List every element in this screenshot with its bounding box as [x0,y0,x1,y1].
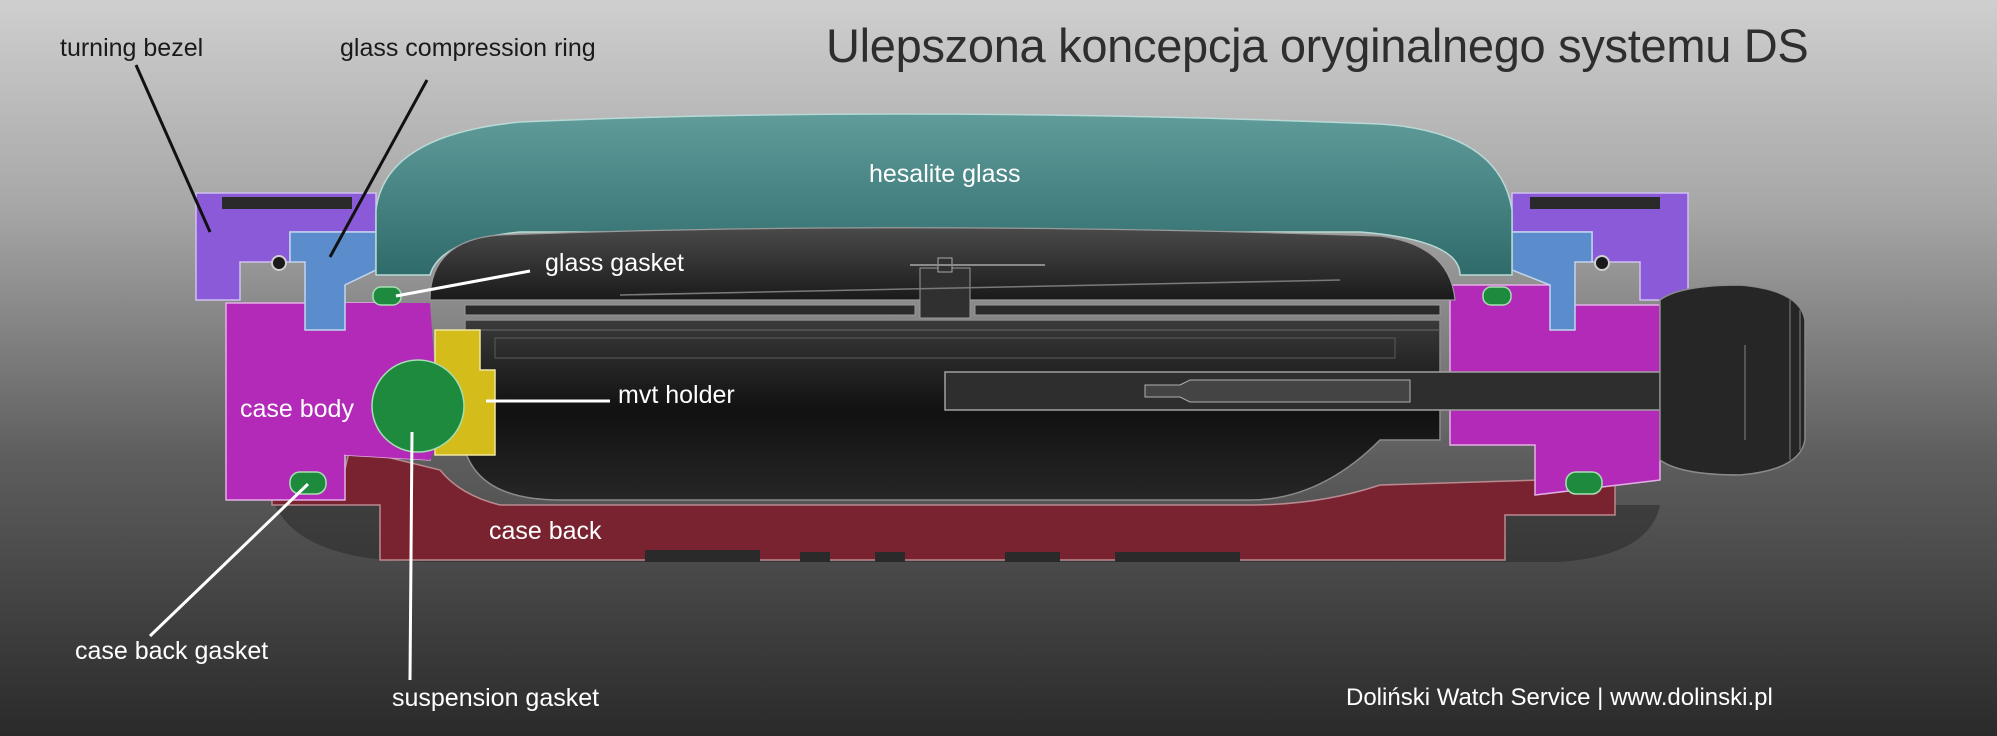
label-case-back: case back [489,517,602,545]
movement-plate [494,337,1396,359]
glass-compression-ring-right [1511,231,1593,331]
label-hesalite-glass: hesalite glass [869,160,1021,188]
stem-tip [1144,379,1411,403]
label-mvt-holder: mvt holder [618,381,735,409]
leader-case-back-gasket [148,482,310,638]
label-glass-compression-ring: glass compression ring [340,34,596,62]
crown [1659,284,1806,476]
hand-stack [919,267,971,319]
case-back-gasket-left [289,471,327,495]
suspension-gasket [371,359,465,453]
page-title: Ulepszona koncepcja oryginalnego systemu… [826,19,1809,72]
bezel-left-groove [222,197,352,209]
winding-stem [944,371,1661,411]
dial-right [974,304,1441,316]
leader-glass-compression-ring [328,79,429,258]
hesalite-glass [375,113,1513,276]
crown-grooves [1744,300,1801,460]
bezel-right-groove [1530,197,1660,209]
bezel-wire-left [271,255,287,271]
leader-suspension-gasket [408,431,414,681]
label-case-back-gasket: case back gasket [75,637,269,665]
label-case-body: case body [240,395,354,423]
glass-gasket-right [1482,286,1512,306]
dial-left [464,304,916,316]
bezel-wire-right [1594,255,1610,271]
label-glass-gasket: glass gasket [545,249,684,277]
minute-hand [619,279,1341,296]
leader-glass-gasket [395,269,531,298]
leader-turning-bezel [134,64,212,233]
credit-line: Doliński Watch Service | www.dolinski.pl [1346,684,1773,711]
label-suspension-gasket: suspension gasket [392,684,600,712]
label-turning-bezel: turning bezel [60,34,204,62]
case-back-gasket-right [1565,471,1603,495]
case-back-notches [645,550,1240,562]
